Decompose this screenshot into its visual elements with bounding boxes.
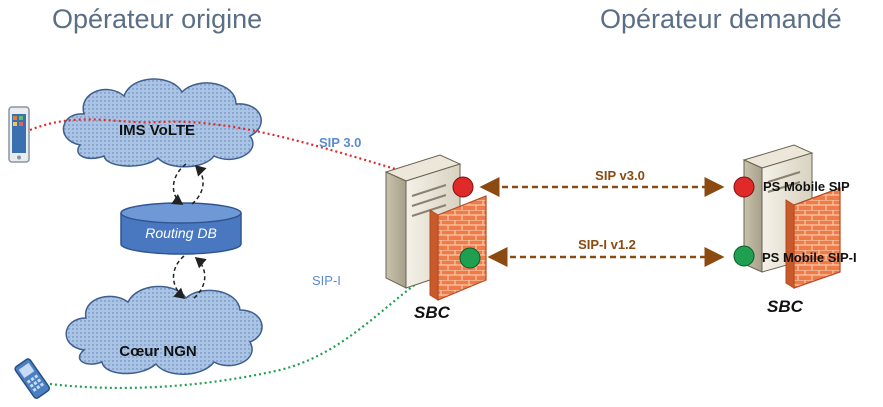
smartphone-icon [8, 106, 30, 163]
remote-sip-port-indicator [733, 176, 755, 198]
ngn-core-cloud: Cœur NGN [65, 285, 263, 375]
routing-db-cylinder: Routing DB [120, 202, 242, 255]
routing-db-label: Routing DB [145, 225, 217, 241]
feature-phone-icon [14, 358, 51, 399]
remote-sipi-port-label: PS Mobile SIP-I [762, 250, 857, 265]
firewall-icon [429, 195, 487, 301]
left-sbc-label: SBC [414, 303, 451, 322]
ims-volte-cloud: IMS VoLTE [62, 78, 262, 168]
remote-sipi-port-indicator [733, 245, 755, 267]
remote-sip-port-label: PS Mobile SIP [763, 179, 850, 194]
left-sbc-server: SBC [384, 154, 487, 322]
sipi-port-indicator [459, 247, 481, 269]
ngn-core-label: Cœur NGN [119, 343, 197, 360]
origin-operator-heading: Opérateur origine [52, 4, 263, 34]
sip30-access-line [29, 118, 453, 188]
sip-port-indicator [452, 176, 474, 198]
db-query-arrows [171, 163, 207, 299]
sipi-link-label: SIP-I [312, 273, 341, 288]
sip-v30-trunk-label: SIP v3.0 [595, 168, 645, 183]
sip30-link-label: SIP 3.0 [319, 135, 361, 150]
firewall-icon [785, 187, 841, 289]
sipi-access-line [49, 256, 463, 390]
ims-volte-label: IMS VoLTE [119, 122, 195, 139]
sipi-v12-trunk-label: SIP-I v1.2 [578, 237, 636, 252]
right-sbc-label: SBC [767, 297, 804, 316]
right-sbc-server: PS Mobile SIP PS Mobile SIP-I SBC [733, 144, 857, 316]
requested-operator-heading: Opérateur demandé [600, 4, 842, 34]
